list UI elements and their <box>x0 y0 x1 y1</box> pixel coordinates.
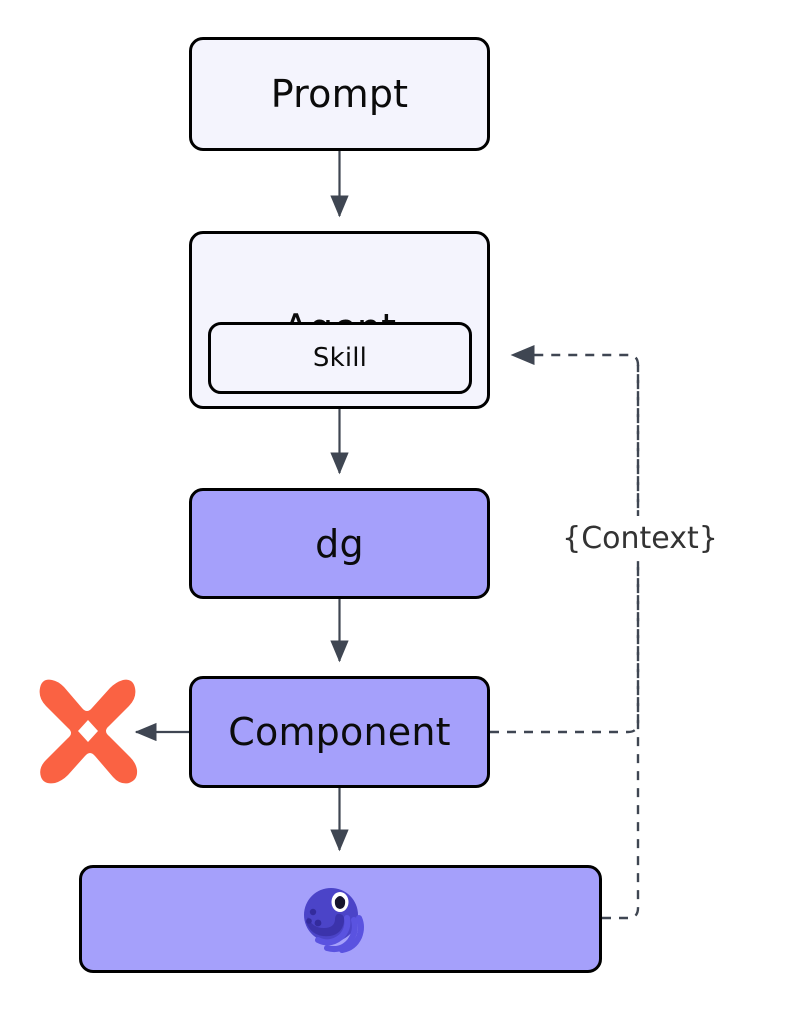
node-dg-label: dg <box>315 521 364 566</box>
node-prompt-label: Prompt <box>270 72 409 116</box>
node-mascot-bar[interactable] <box>79 865 602 973</box>
edge-label-context: {Context} <box>533 516 747 561</box>
node-dg[interactable]: dg <box>189 488 490 599</box>
octopus-logo-icon <box>304 888 364 953</box>
node-component-label: Component <box>228 710 451 754</box>
node-skill-label: Skill <box>312 343 368 373</box>
x-mark-logo-icon <box>39 679 138 784</box>
node-component[interactable]: Component <box>189 676 490 788</box>
node-skill[interactable]: Skill <box>208 322 472 394</box>
node-prompt[interactable]: Prompt <box>189 37 490 151</box>
node-agent[interactable]: Agent Skill <box>189 231 490 409</box>
edge-mascot-bar-to-skill-context <box>602 365 640 920</box>
